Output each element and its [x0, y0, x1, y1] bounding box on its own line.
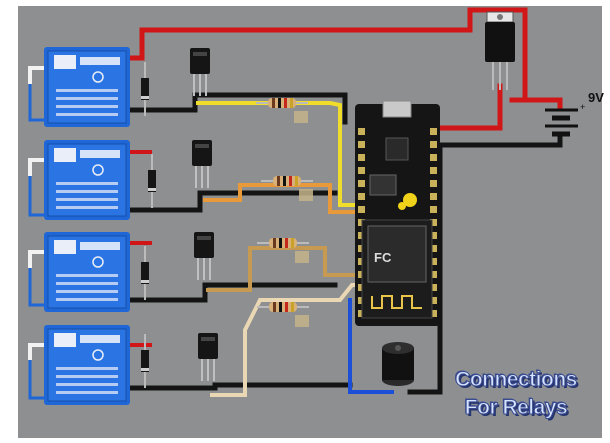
relay-module-1	[44, 47, 130, 127]
transistor-2	[192, 140, 212, 188]
resistor-3	[257, 238, 309, 263]
diode-3	[141, 246, 149, 300]
svg-text:+: +	[580, 102, 585, 112]
buzzer	[382, 342, 414, 386]
relay-module-3	[44, 232, 130, 312]
wire-black-relay-4	[127, 382, 353, 391]
resistor-4	[257, 302, 309, 327]
diodes	[141, 62, 156, 388]
wire-red-regulator	[437, 83, 503, 131]
caption-line-2: For Relays	[464, 396, 568, 420]
nodemcu-board: FC	[355, 100, 440, 326]
diode-4	[141, 334, 149, 388]
transistor-4	[198, 333, 218, 381]
battery-voltage-label: 9V	[588, 90, 604, 105]
resistor-2	[261, 176, 313, 201]
relay-contact-wires	[28, 66, 50, 360]
contact-wire-3	[28, 250, 50, 268]
resistor-1	[256, 98, 308, 123]
svg-text:FC: FC	[374, 250, 392, 265]
wire-red-battery	[509, 97, 563, 111]
wire-black-relay-2	[127, 190, 338, 213]
transistors	[190, 48, 218, 381]
relay-module-4	[44, 325, 130, 405]
diode-2	[148, 154, 156, 208]
transistor-1	[190, 48, 210, 96]
resistors	[256, 98, 313, 327]
wire-blue-buzzer	[348, 298, 394, 394]
voltage-regulator	[485, 11, 515, 90]
relay-module-2	[44, 140, 130, 220]
wire-black-relay-3	[127, 282, 338, 303]
wire-cream-signal-4	[210, 283, 367, 397]
diode-1	[141, 62, 149, 116]
wire-red-supply	[127, 7, 528, 103]
wire-black-ground-main	[437, 132, 563, 148]
transistor-3	[194, 232, 214, 280]
caption-line-1: Connections	[455, 368, 578, 392]
battery-9v: +	[545, 102, 585, 137]
contact-wire-1	[28, 66, 50, 84]
contact-wire-4	[28, 343, 50, 360]
contact-wire-2	[28, 158, 50, 176]
relay-modules	[44, 47, 130, 405]
header-pins-right	[430, 128, 437, 317]
